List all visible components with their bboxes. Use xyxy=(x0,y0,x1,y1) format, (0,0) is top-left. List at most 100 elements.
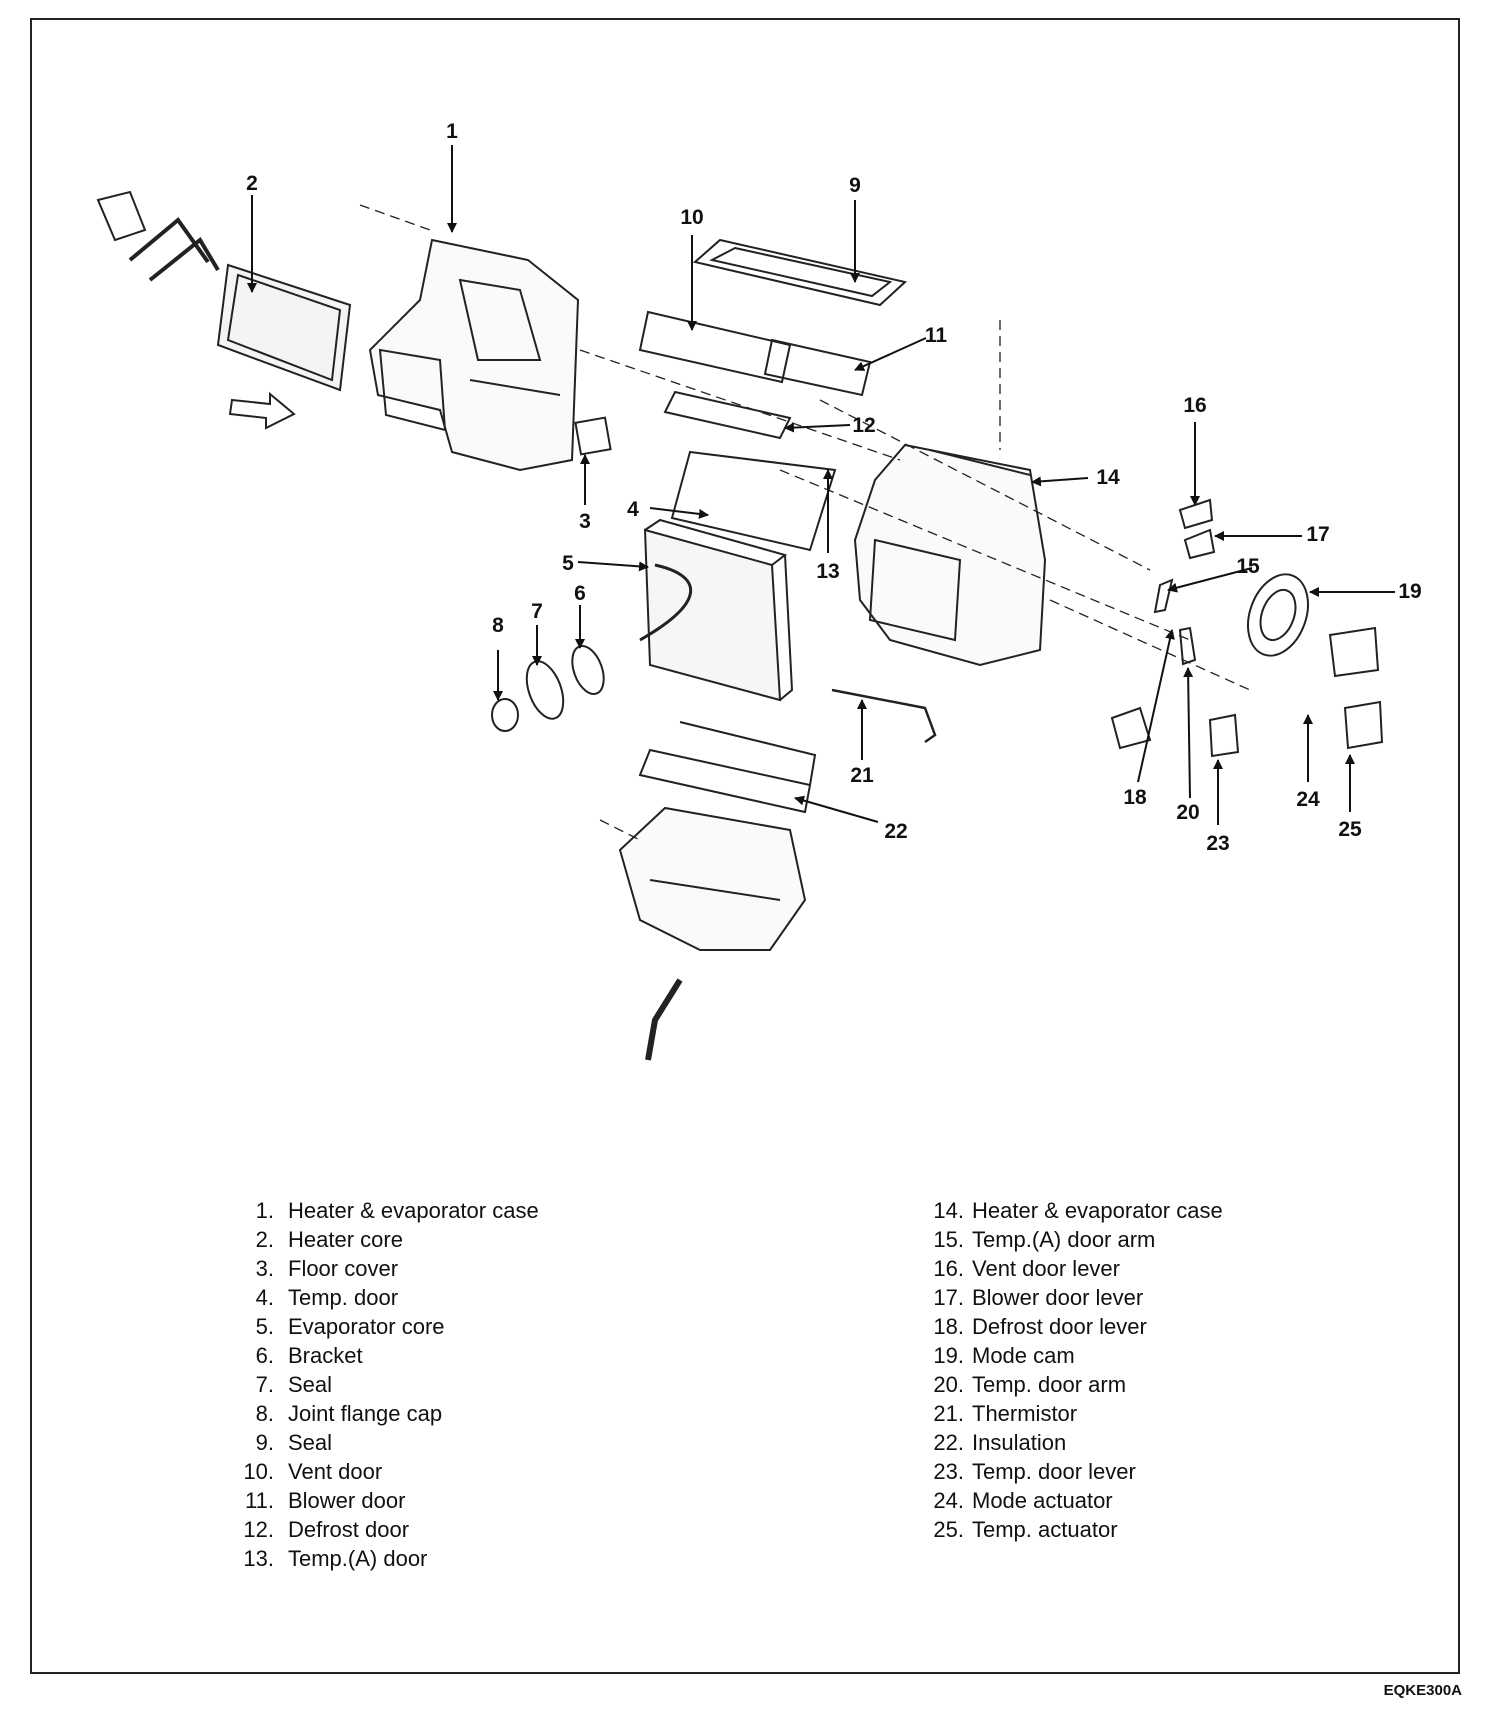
part-temp-door-lever xyxy=(1208,713,1240,758)
legend-item: 5.Evaporator core xyxy=(234,1312,539,1341)
legend-item: 21. Thermistor xyxy=(900,1399,1223,1428)
legend-item: 16. Vent door lever xyxy=(900,1254,1223,1283)
part-heater-evaporator-case-right xyxy=(853,443,1047,667)
callout-8: 8 xyxy=(492,614,504,637)
legend-item-number: 14. xyxy=(933,1198,964,1223)
part-temp-actuator xyxy=(1343,700,1384,750)
diagram-frame xyxy=(30,18,1460,1674)
callout-9: 9 xyxy=(849,174,861,197)
legend-item: 7.Seal xyxy=(234,1370,539,1399)
legend-item-label: Blower door xyxy=(288,1488,406,1513)
legend-item-number: 25. xyxy=(933,1517,964,1542)
legend-item: 17. Blower door lever xyxy=(900,1283,1223,1312)
part-lower-case xyxy=(618,806,807,1061)
legend-item-label: Seal xyxy=(288,1430,333,1455)
legend-item: 4. Temp. door xyxy=(234,1283,539,1312)
part-vent-door-lever xyxy=(1178,498,1214,530)
part-insulation xyxy=(638,721,817,814)
legend-item: 22. Insulation xyxy=(900,1428,1223,1457)
legend-item-number: 19. xyxy=(933,1343,964,1368)
legend-item-label: Insulation xyxy=(972,1430,1067,1455)
legend-item: 15.Temp.(A) door arm xyxy=(900,1225,1223,1254)
callout-3: 3 xyxy=(579,510,591,533)
legend-item-label: Temp. actuator xyxy=(972,1517,1118,1542)
part-vent-door xyxy=(638,310,792,384)
legend-item-label: Defrost door xyxy=(288,1517,410,1542)
part-mode-actuator xyxy=(1328,626,1380,678)
part-heater-core xyxy=(96,190,352,392)
legend-item-number: 15. xyxy=(933,1227,964,1252)
legend-item-number: 17. xyxy=(933,1285,964,1310)
part-temp-a-door-arm xyxy=(1153,578,1174,614)
legend-item-number: 3. xyxy=(255,1256,274,1281)
legend-item: 12. Defrost door xyxy=(234,1515,539,1544)
part-seal xyxy=(525,660,565,720)
legend-item-number: 6. xyxy=(255,1343,274,1368)
part-temp-door-arm xyxy=(1178,626,1197,666)
legend-item: 1. Heater & evaporator case xyxy=(234,1196,539,1225)
callout-16: 16 xyxy=(1183,394,1206,417)
legend-item-label: Mode actuator xyxy=(972,1488,1113,1513)
legend-item-label: Heater & evaporator case xyxy=(288,1198,539,1223)
legend-item-label: Temp.(A) door xyxy=(288,1546,428,1571)
callout-4: 4 xyxy=(627,498,639,521)
callout-14: 14 xyxy=(1096,466,1120,489)
legend-item-label: Mode cam xyxy=(972,1343,1075,1368)
part-floor-cover xyxy=(574,416,612,456)
legend-item-label: Evaporator core xyxy=(288,1314,445,1339)
legend-item-number: 18. xyxy=(933,1314,964,1339)
legend-item: 6. Bracket xyxy=(234,1341,539,1370)
callout-18: 18 xyxy=(1123,786,1147,809)
legend-item-number: 7. xyxy=(255,1372,274,1397)
legend-item-label: Temp. door lever xyxy=(972,1459,1136,1484)
legend-item: 3. Floor cover xyxy=(234,1254,539,1283)
legend-item-number: 4. xyxy=(255,1285,274,1310)
legend-item-number: 21. xyxy=(933,1401,964,1426)
legend-item-number: 16. xyxy=(933,1256,964,1281)
legend-item: 2.Heater core xyxy=(234,1225,539,1254)
part-evaporator-core xyxy=(639,518,794,702)
legend-item: 11. Blower door xyxy=(234,1486,539,1515)
legend-item: 23.Temp. door lever xyxy=(900,1457,1223,1486)
part-seal-top xyxy=(692,238,908,307)
legend-item-label: Floor cover xyxy=(288,1256,399,1281)
legend-item-label: Bracket xyxy=(288,1343,363,1368)
legend-item-number: 11. xyxy=(245,1488,274,1513)
figure-code: EQKE300A xyxy=(1383,1682,1462,1699)
legend-item-number: 10. xyxy=(243,1459,274,1484)
legend-item-label: Defrost door lever xyxy=(972,1314,1147,1339)
callout-15: 15 xyxy=(1236,555,1260,578)
legend-item-number: 24. xyxy=(933,1488,964,1513)
legend-item-label: Joint flange cap xyxy=(288,1401,443,1426)
legend-item-number: 8. xyxy=(255,1401,274,1426)
legend-item: 14. Heater & evaporator case xyxy=(900,1196,1223,1225)
callout-1: 1 xyxy=(446,120,458,143)
legend-item-label: Temp. door xyxy=(288,1285,399,1310)
callout-12: 12 xyxy=(852,414,875,437)
legend-item: 24. Mode actuator xyxy=(900,1486,1223,1515)
legend-item-number: 22. xyxy=(933,1430,964,1455)
legend-item-label: Vent door lever xyxy=(972,1256,1120,1281)
legend-item-number: 12. xyxy=(243,1517,274,1542)
legend-item: 13.Temp.(A) door xyxy=(234,1544,539,1573)
legend-item-label: Vent door xyxy=(288,1459,383,1484)
part-defrost-door xyxy=(663,390,792,440)
legend-item-label: Blower door lever xyxy=(972,1285,1144,1310)
part-joint-flange-cap xyxy=(491,698,519,732)
legend-item: 20.Temp. door arm xyxy=(900,1370,1223,1399)
callout-17: 17 xyxy=(1306,523,1329,546)
part-bracket xyxy=(571,645,605,695)
part-heater-evaporator-case xyxy=(368,238,580,472)
callout-23: 23 xyxy=(1206,832,1229,855)
callout-24: 24 xyxy=(1296,788,1320,811)
legend-item-label: Heater & evaporator case xyxy=(972,1198,1223,1223)
legend-item: 9.Seal xyxy=(234,1428,539,1457)
legend-item-label: Thermistor xyxy=(972,1401,1078,1426)
legend-item: 10. Vent door xyxy=(234,1457,539,1486)
legend-item-number: 1. xyxy=(255,1198,274,1223)
legend-item-label: Heater core xyxy=(288,1227,403,1252)
airflow-arrow-icon xyxy=(228,391,296,430)
